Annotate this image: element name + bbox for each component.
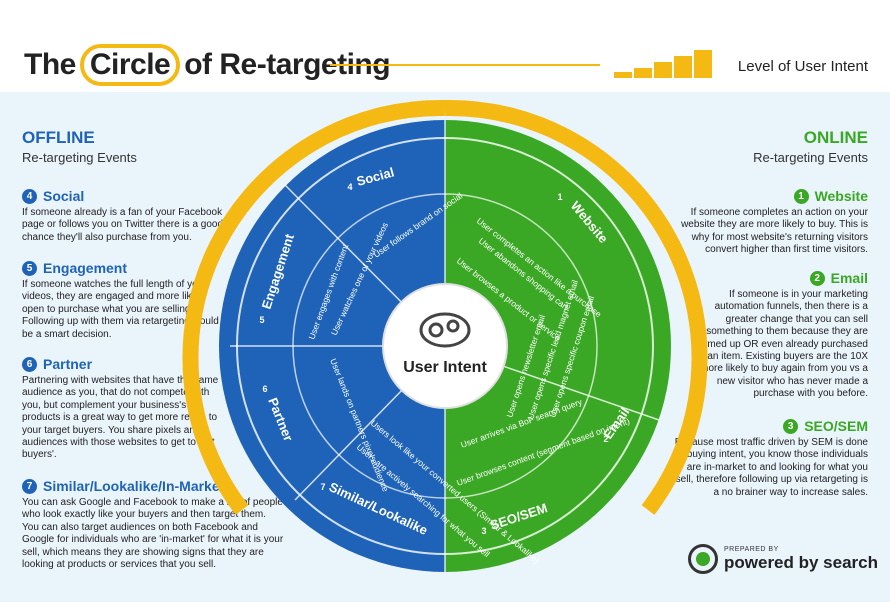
event-title: Social [43, 188, 85, 204]
segment-number-4: 4 [347, 182, 352, 192]
event-body: You can ask Google and Facebook to make … [22, 497, 284, 571]
event-body: Partnering with websites that have the s… [22, 375, 219, 461]
online-subheading: Re-targeting Events [753, 150, 868, 165]
number-badge: 1 [793, 188, 809, 204]
offline-event-partner: 6 Partner Partnering with websites that h… [22, 356, 226, 462]
segment-number-3: 3 [481, 526, 486, 536]
gears-cloud-icon [419, 312, 471, 348]
number-badge: 5 [22, 260, 37, 276]
event-title: SEO/SEM [804, 418, 868, 434]
offline-subheading: Re-targeting Events [22, 150, 137, 165]
logo-icon [688, 544, 718, 574]
event-body: Because most traffic driven by SEM is do… [672, 437, 868, 498]
offline-heading: OFFLINE [22, 128, 95, 147]
event-body: If someone is in your marketing automati… [691, 289, 868, 400]
offline-event-engagement: 5 Engagement If someone watches the full … [22, 260, 222, 341]
number-badge: 4 [22, 188, 37, 204]
event-body: If someone watches the full length of yo… [22, 279, 219, 340]
event-title: Engagement [43, 260, 128, 276]
event-title: Website [814, 188, 868, 204]
segment-number-1: 1 [557, 192, 562, 202]
event-body: If someone already is a fan of your Face… [22, 207, 224, 243]
online-event-seo-sem: 3 SEO/SEM Because most traffic driven by … [672, 418, 868, 499]
header-rule [330, 64, 600, 66]
center-label: User Intent [403, 359, 487, 376]
offline-event-social: 4 Social If someone already is a fan of y… [22, 188, 234, 244]
intent-arc-right [444, 99, 708, 515]
segment-number-5: 5 [259, 315, 264, 325]
number-badge: 3 [783, 418, 799, 434]
online-half [445, 120, 671, 572]
number-badge: 6 [22, 356, 37, 372]
logo-name: powered by search [724, 552, 879, 572]
title-circle-word: Circle [79, 44, 181, 86]
event-title: Partner [43, 356, 93, 372]
logo-prepared-by: PREPARED BY [724, 545, 779, 553]
title-pre: The [24, 48, 76, 81]
event-body: If someone completes an action on your w… [681, 207, 868, 256]
event-title: Similar/Lookalike/In-Market [43, 478, 225, 494]
powered-by-search-logo: PREPARED BY powered by search [688, 544, 878, 574]
offline-event-similar: 7 Similar/Lookalike/In-Market You can ask… [22, 478, 284, 571]
intent-arc-left [182, 99, 446, 515]
online-heading: ONLINE [803, 128, 868, 147]
number-badge: 2 [809, 270, 825, 286]
intent-bars-icon [614, 48, 714, 78]
segment-number-7: 7 [320, 482, 325, 492]
online-event-website: 1 Website If someone completes an action … [678, 188, 868, 257]
number-badge: 7 [22, 478, 37, 494]
online-event-email: 2 Email If someone is in your marketing a… [688, 270, 868, 401]
level-label: Level of User Intent [737, 58, 868, 75]
segment-number-6: 6 [262, 384, 267, 394]
event-title: Email [830, 270, 868, 286]
segment-number-2: 2 [603, 434, 608, 444]
